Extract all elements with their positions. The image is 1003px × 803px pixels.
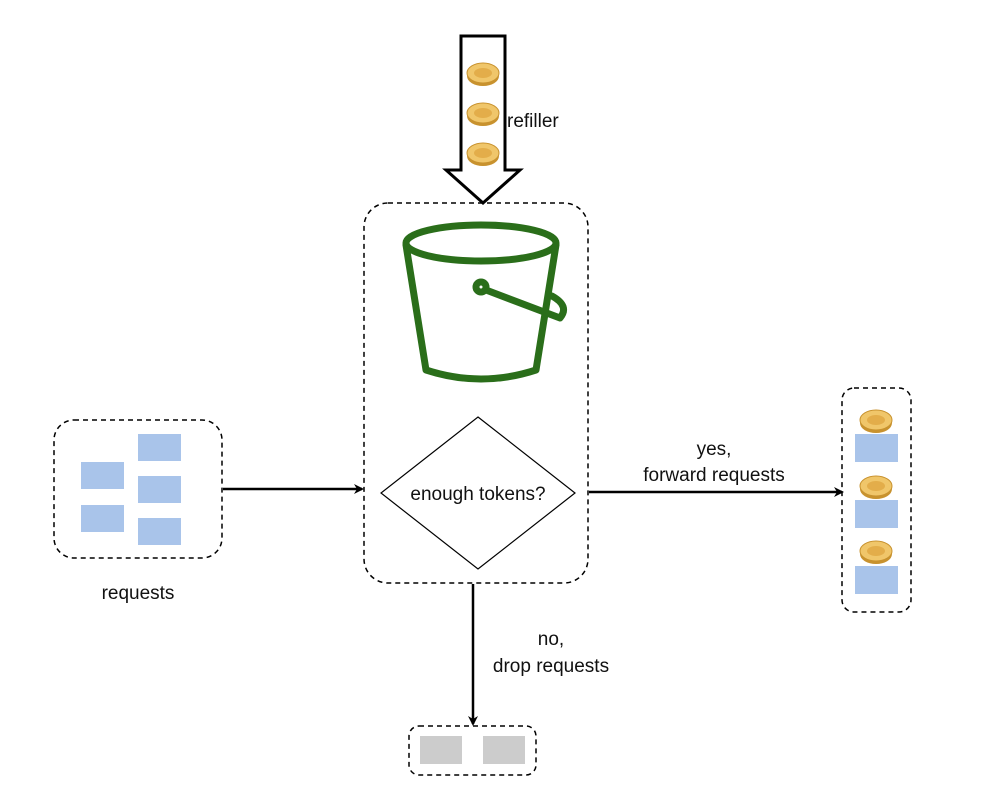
- dropped-group: [408, 725, 537, 776]
- decision-diamond: [380, 416, 576, 570]
- no-label-line2: drop requests: [493, 656, 609, 677]
- request-blocks: [81, 434, 181, 545]
- coin-icon: [859, 475, 893, 500]
- yes-label-line1: yes,: [697, 439, 732, 460]
- refiller-label: refiller: [507, 111, 559, 132]
- dropped-request-blocks: [420, 736, 525, 764]
- decision-label: enough tokens?: [410, 484, 545, 505]
- coin-icon: [466, 142, 500, 167]
- requests-label: requests: [102, 583, 175, 604]
- forwarded-request-blocks: [855, 434, 898, 594]
- coin-icon: [859, 540, 893, 565]
- coin-icon: [466, 102, 500, 127]
- coin-icon: [466, 62, 500, 87]
- no-label-line1: no,: [538, 629, 564, 650]
- bucket-icon: [402, 221, 568, 383]
- coin-icon: [859, 409, 893, 434]
- forwarded-group: [841, 387, 912, 613]
- requests-group: [53, 419, 223, 559]
- bucket-container: [363, 202, 589, 584]
- yes-label-line2: forward requests: [643, 465, 785, 486]
